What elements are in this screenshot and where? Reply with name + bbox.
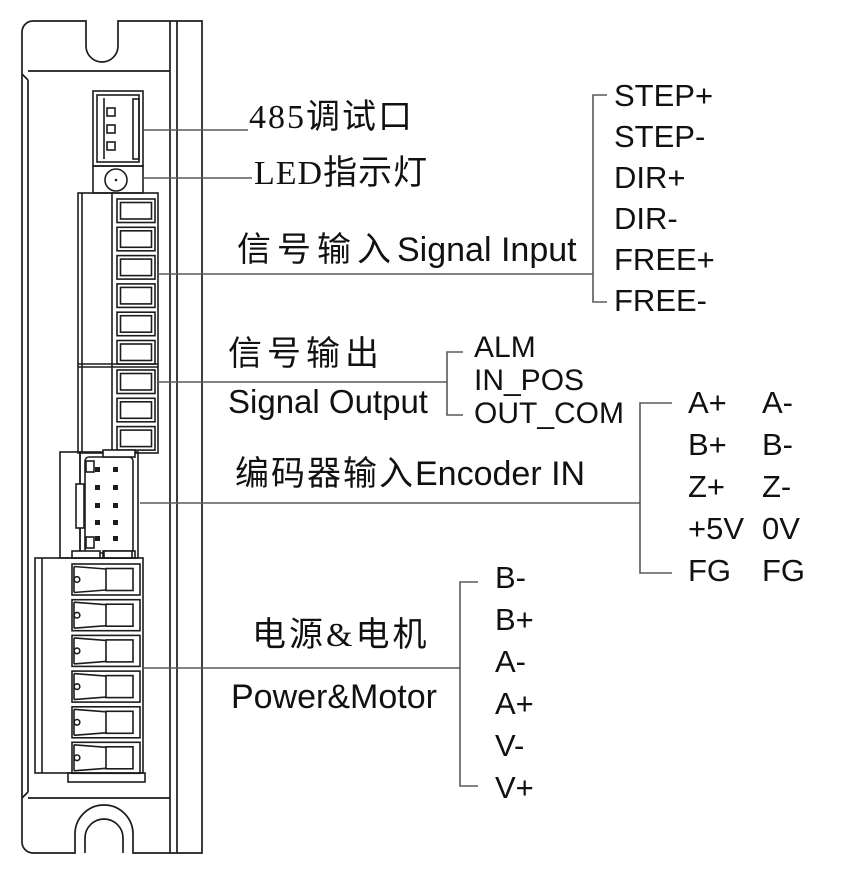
pin-b-plus: B+ [688,427,727,462]
leader-lines [140,129,640,669]
pin-0v: 0V [762,511,800,546]
label-485-port: 485调试口 [249,99,414,136]
pin-dir-plus: DIR+ [614,159,686,195]
label-signal-output-en: Signal Output [228,383,428,420]
led-indicator [92,165,144,194]
label-power-en: Power&Motor [231,678,437,716]
bracket-signal-output [446,351,463,416]
pin-pwr-a-minus: A- [495,644,526,679]
signal-terminal-block [77,192,159,454]
power-terminal-block [34,550,146,783]
pin-fg-left: FG [688,553,732,588]
label-signal-input: 信号输入Signal Input [237,233,577,267]
pin-step-minus: STEP- [614,118,706,154]
label-signal-output-zh: 信号输出 [228,336,384,373]
encoder-pins [95,467,118,541]
pin-a-plus: A+ [688,385,727,420]
pin-pwr-a-plus: A+ [495,686,534,721]
pin-in-pos: IN_POS [474,363,585,397]
label-signal-input-en: Signal Input [397,231,577,269]
pin-a-minus: A- [762,385,793,420]
pin-z-minus: Z- [762,469,792,504]
label-led: LED指示灯 [254,155,429,192]
pin-alm: ALM [474,330,536,364]
pin-fg-right: FG [762,553,806,588]
label-encoder: 编码器输入Encoder IN [235,457,585,491]
encoder-pin-list-left: A+ B+ Z+ +5V FG [688,382,744,592]
bracket-signal-input [592,94,607,303]
pin-free-minus: FREE- [614,282,707,318]
pin-dir-minus: DIR- [614,200,678,236]
label-encoder-zh: 编码器输入 [235,455,415,493]
pin-pwr-b-plus: B+ [495,602,534,637]
driver-body-outline [21,20,203,854]
encoder-connector [59,449,139,559]
pin-out-com: OUT_COM [474,396,624,430]
port-485-connector [92,90,144,167]
pin-free-plus: FREE+ [614,241,715,277]
pin-z-plus: Z+ [688,469,726,504]
bracket-power [459,581,478,787]
label-signal-input-zh: 信号输入 [237,231,397,269]
label-power-zh: 电源&电机 [252,617,430,654]
pin-step-plus: STEP+ [614,77,714,113]
signal-input-pin-list: STEP+ STEP- DIR+ DIR- FREE+ FREE- [614,75,715,321]
pin-brackets [446,94,672,787]
pin-pwr-b-minus: B- [495,560,526,595]
pin-pwr-v-plus: V+ [495,770,534,805]
bracket-encoder [639,402,672,574]
encoder-pin-list-right: A- B- Z- 0V FG [762,382,805,592]
pin-pwr-v-minus: V- [495,728,525,763]
pin-plus-5v: +5V [688,511,745,546]
power-pin-list: B- B+ A- A+ V- V+ [495,557,534,809]
label-encoder-en: Encoder IN [415,455,586,493]
signal-output-pin-list: ALM IN_POS OUT_COM [474,331,624,430]
pin-b-minus: B- [762,427,793,462]
